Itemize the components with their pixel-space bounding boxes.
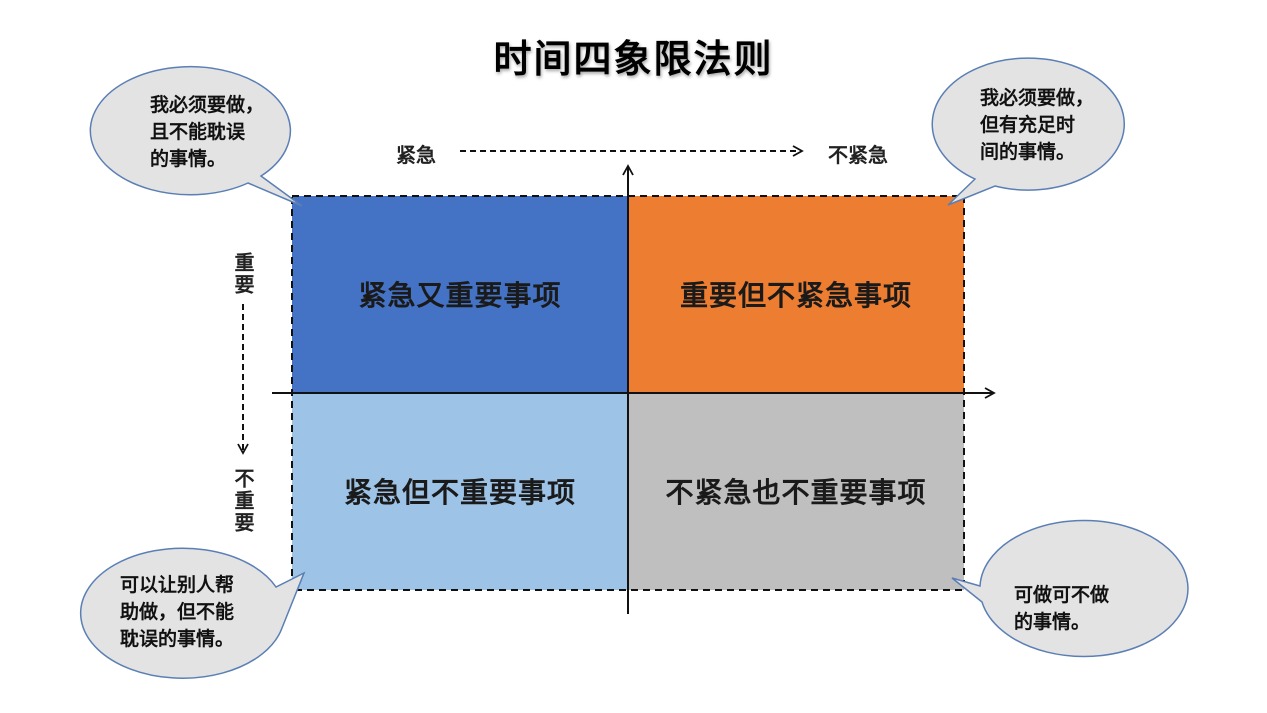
bubble-text-top-right: 我必须要做， 但有充足时 间的事情。 <box>980 87 1095 163</box>
speech-bubble-top-right <box>931 57 1126 206</box>
speech-bubble-bottom-right <box>951 519 1189 658</box>
axis-label-important: 重要 <box>231 252 255 296</box>
bubble-text-bottom-left: 可以让别人帮 助做，但不能 耽误的事情。 <box>120 574 235 650</box>
quadrant-important-not-urgent: 重要但不紧急事项 <box>628 196 964 392</box>
bubble-text-top-left: 我必须要做， 且不能耽误 的事情。 <box>150 94 265 170</box>
bubble-text-bottom-right: 可做可不做 的事情。 <box>1014 584 1110 633</box>
quadrant-urgent-not-important: 紧急但不重要事项 <box>292 392 628 590</box>
axis-label-not-important: 不重要 <box>231 468 255 534</box>
quadrant-not-urgent-not-important: 不紧急也不重要事项 <box>628 392 964 590</box>
axis-label-urgent: 紧急 <box>396 143 436 167</box>
speech-bubble-top-left <box>89 66 303 207</box>
diagram-title: 时间四象限法则 <box>493 37 774 81</box>
axis-label-not-urgent: 不紧急 <box>828 143 888 167</box>
speech-bubble-bottom-left <box>79 547 306 679</box>
quadrant-urgent-important: 紧急又重要事项 <box>292 196 628 392</box>
